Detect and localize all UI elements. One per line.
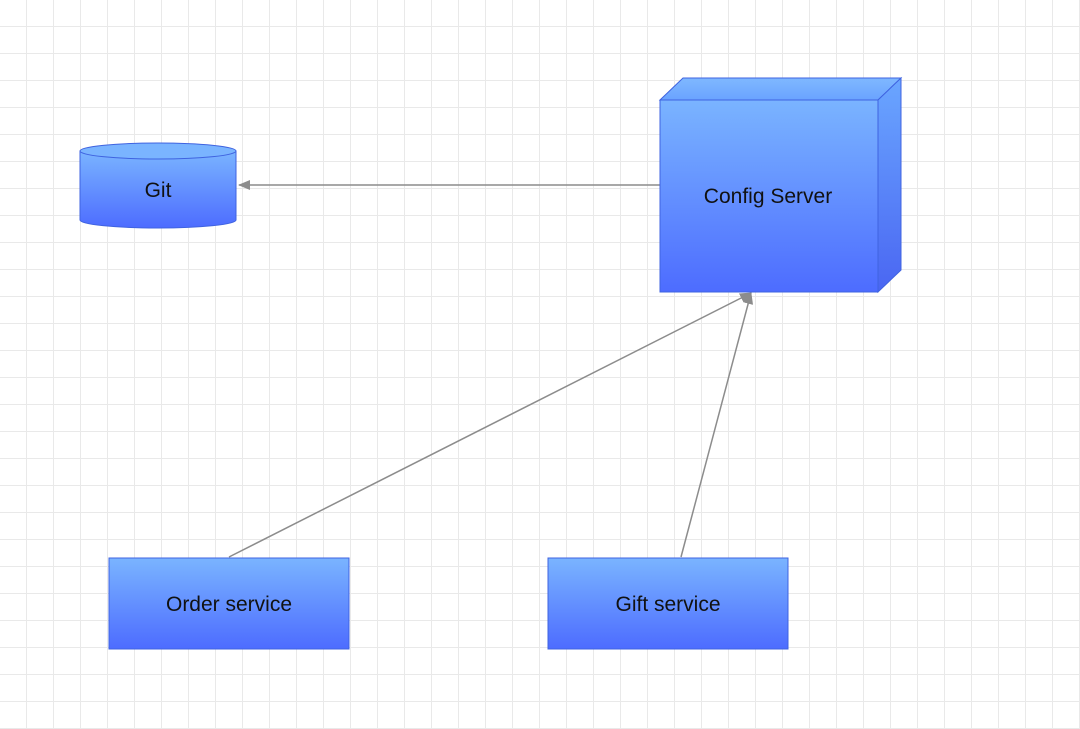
- config-server-side-face: [877, 76, 902, 294]
- edge-gift-to-config: [680, 292, 754, 558]
- edges: [228, 180, 754, 558]
- gift-service-node[interactable]: Gift service: [547, 557, 789, 650]
- order-service-label: Order service: [166, 593, 292, 616]
- edge-order-to-config: [228, 292, 752, 558]
- config-server-top-face: [658, 77, 903, 101]
- git-cylinder-body: [79, 150, 237, 229]
- git-label: Git: [145, 179, 172, 202]
- git-cylinder-top: [79, 142, 237, 160]
- gift-service-label: Gift service: [615, 593, 720, 616]
- git-node[interactable]: Git: [79, 142, 237, 229]
- order-service-box: [108, 557, 350, 650]
- order-service-node[interactable]: Order service: [108, 557, 350, 650]
- config-server-front-face: [659, 99, 879, 293]
- config-server-label: Config Server: [704, 185, 832, 208]
- config-server-node[interactable]: Config Server: [658, 76, 903, 294]
- gift-service-box: [547, 557, 789, 650]
